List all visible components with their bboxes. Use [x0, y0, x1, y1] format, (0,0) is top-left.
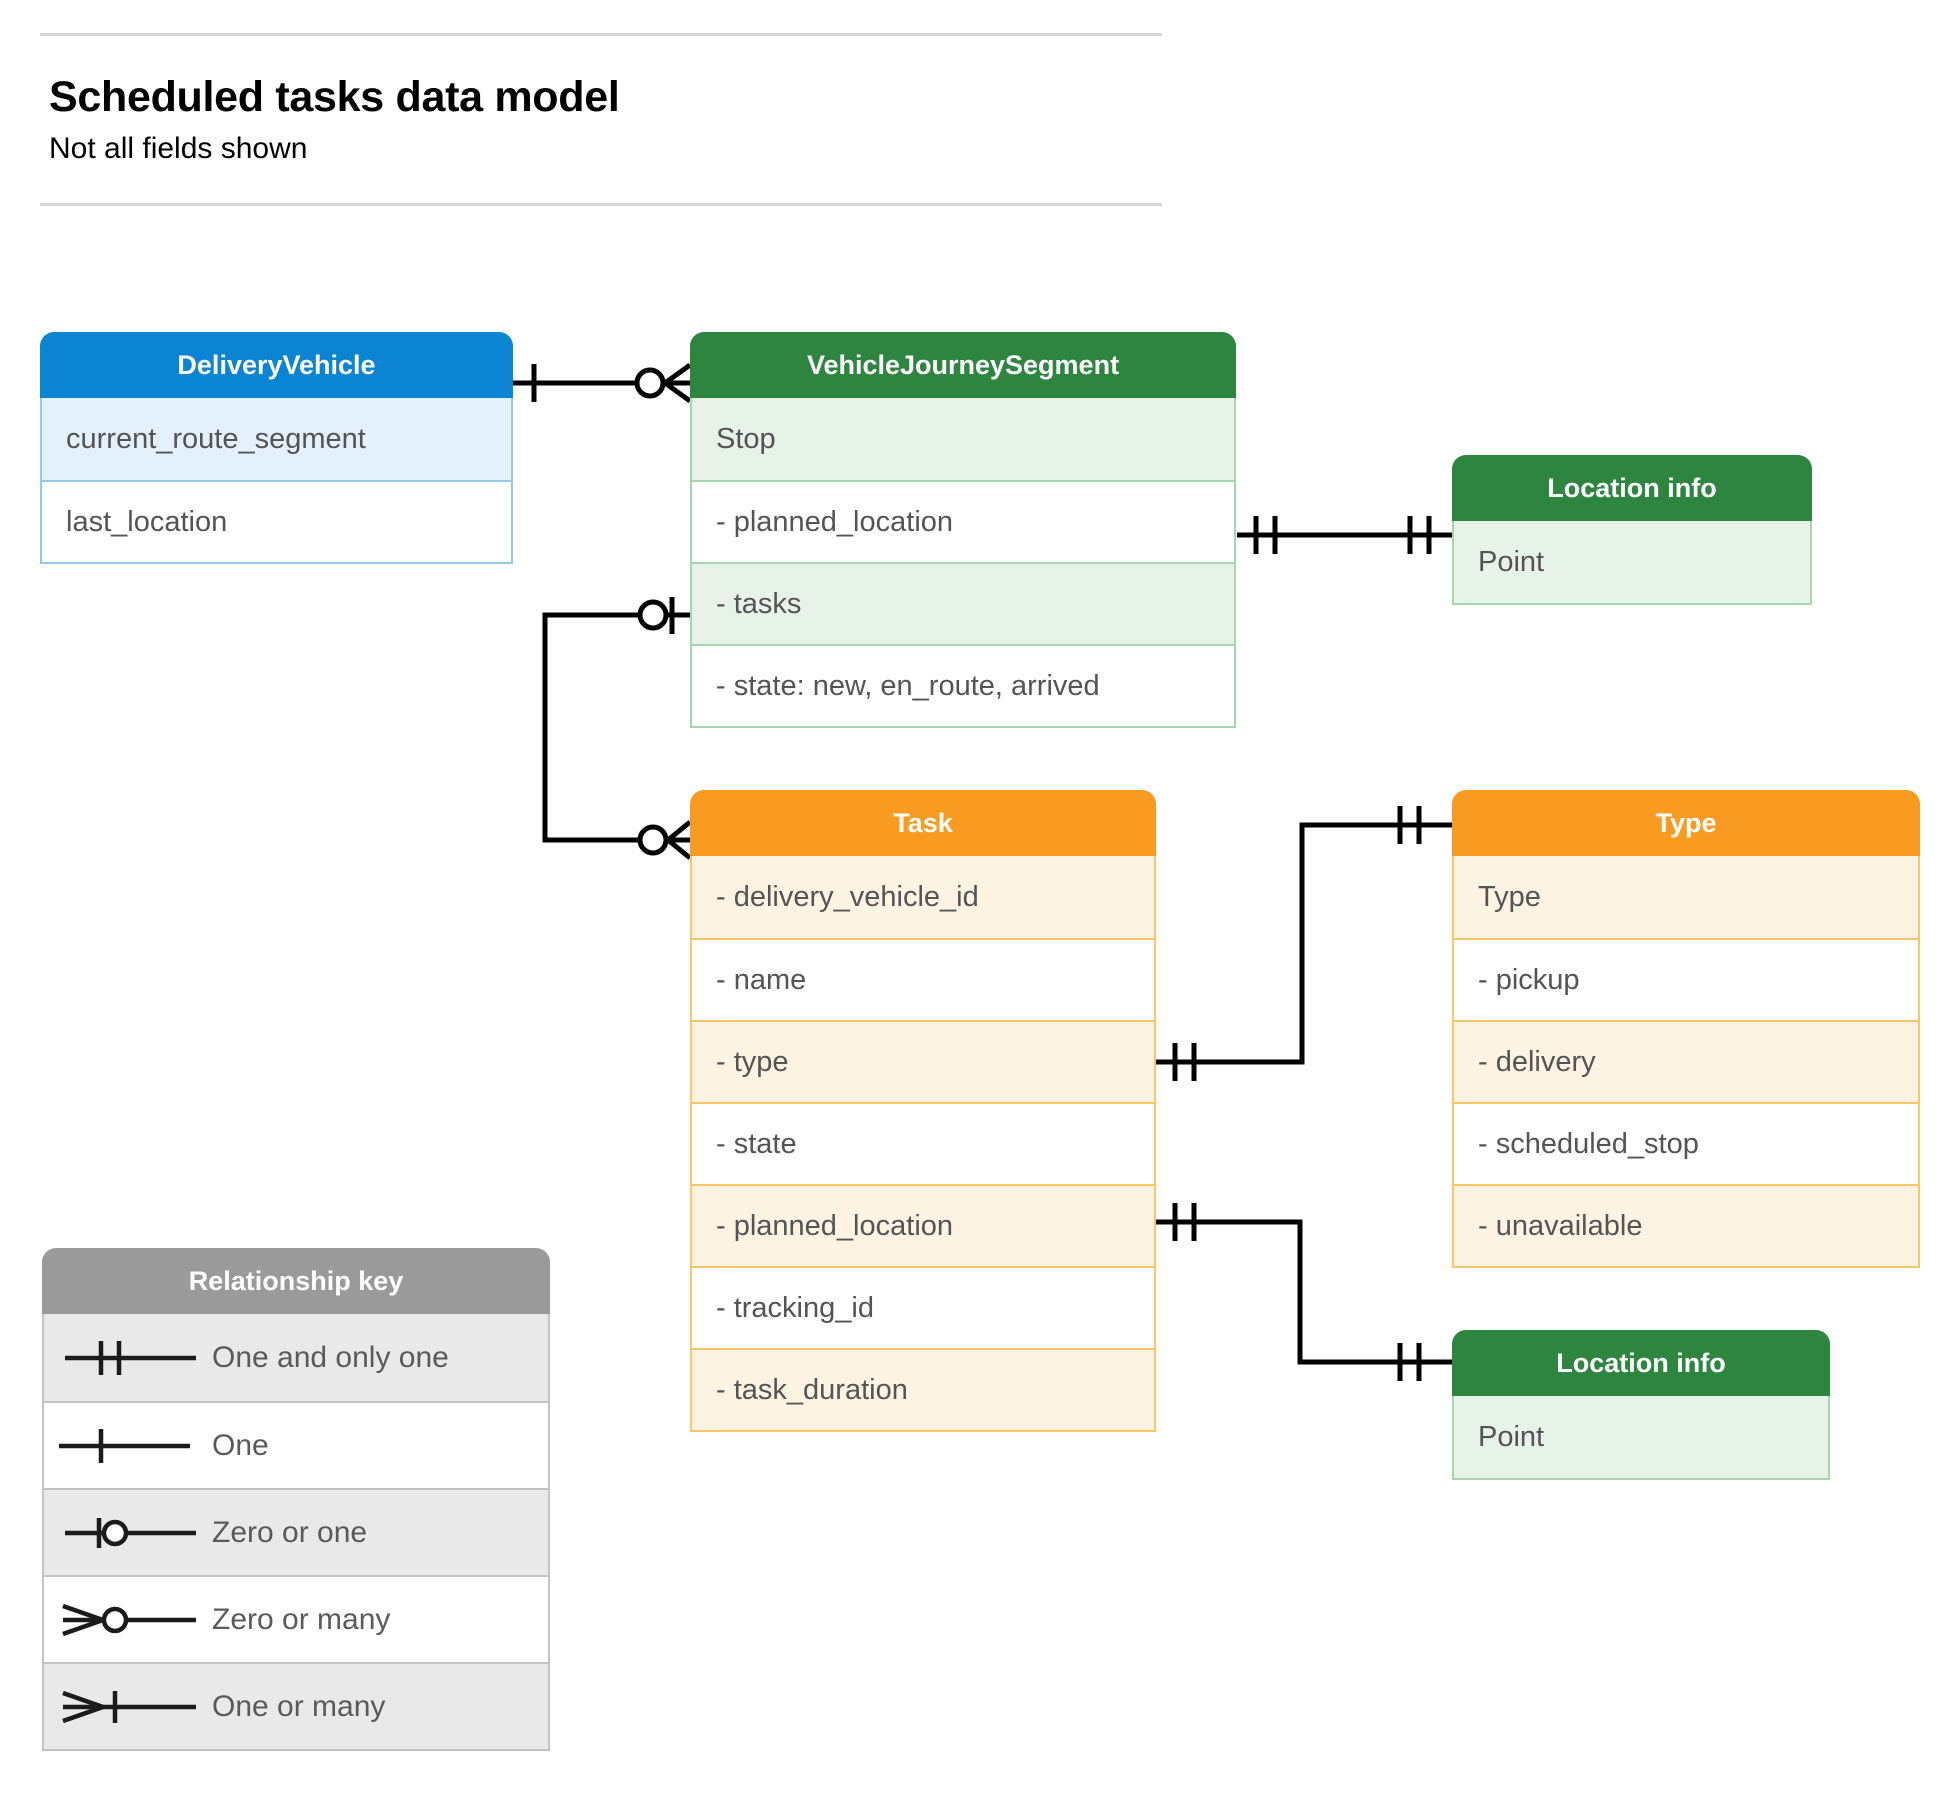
header-divider-bottom — [40, 203, 1162, 206]
page-title: Scheduled tasks data model — [49, 73, 620, 121]
entity-title-task: Task — [690, 790, 1156, 856]
entity-location-info-top[interactable]: Location info Point — [1452, 455, 1812, 605]
legend-item-one-or-many: One or many — [44, 1662, 548, 1749]
entity-title-type: Type — [1452, 790, 1920, 856]
one-and-only-one-icon — [44, 1333, 212, 1383]
field-delivery-vehicle-id[interactable]: - delivery_vehicle_id — [692, 856, 1154, 938]
entity-title-vehicle-journey-segment: VehicleJourneySegment — [690, 332, 1236, 398]
field-point-top[interactable]: Point — [1454, 521, 1810, 603]
legend-item-zero-or-many: Zero or many — [44, 1575, 548, 1662]
field-type-delivery[interactable]: - delivery — [1454, 1020, 1918, 1102]
entity-location-info-bottom[interactable]: Location info Point — [1452, 1330, 1830, 1480]
legend-item-zero-or-one: Zero or one — [44, 1488, 548, 1575]
field-task-duration[interactable]: - task_duration — [692, 1348, 1154, 1430]
field-vjs-state[interactable]: - state: new, en_route, arrived — [692, 644, 1234, 726]
crowfoot-upper — [663, 362, 692, 386]
entity-rows-delivery-vehicle: current_route_segment last_location — [40, 398, 513, 564]
legend-label-zero-or-many: Zero or many — [212, 1602, 391, 1636]
legend-label-one: One — [212, 1428, 269, 1462]
field-current-route-segment[interactable]: current_route_segment — [42, 398, 511, 480]
field-last-location[interactable]: last_location — [42, 480, 511, 562]
field-vjs-planned-location[interactable]: - planned_location — [692, 480, 1234, 562]
entity-title-location-info-top: Location info — [1452, 455, 1812, 521]
entity-delivery-vehicle[interactable]: DeliveryVehicle current_route_segment la… — [40, 332, 513, 564]
field-type[interactable]: - type — [692, 1020, 1154, 1102]
entity-vehicle-journey-segment[interactable]: VehicleJourneySegment Stop - planned_loc… — [690, 332, 1236, 728]
entity-rows-location-info-bottom: Point — [1452, 1396, 1830, 1480]
field-name[interactable]: - name — [692, 938, 1154, 1020]
entity-type[interactable]: Type Type - pickup - delivery - schedule… — [1452, 790, 1920, 1268]
field-type-header[interactable]: Type — [1454, 856, 1918, 938]
edge-task-locationinfo — [1156, 1219, 1452, 1365]
entity-title-location-info-bottom: Location info — [1452, 1330, 1830, 1396]
field-point-bottom[interactable]: Point — [1454, 1396, 1828, 1478]
edge-task-type — [1156, 822, 1452, 1065]
marker-zeromany-circle — [637, 824, 669, 856]
zero-or-many-icon — [44, 1595, 212, 1645]
field-tasks[interactable]: - tasks — [692, 562, 1234, 644]
entity-title-delivery-vehicle: DeliveryVehicle — [40, 332, 513, 398]
one-icon — [44, 1421, 212, 1471]
legend-rows: One and only one One — [42, 1314, 550, 1751]
zero-or-one-icon — [44, 1508, 212, 1558]
crowfoot2-upper — [666, 820, 692, 842]
field-task-planned-location[interactable]: - planned_location — [692, 1184, 1154, 1266]
edge-vjs-task — [542, 612, 690, 843]
page-subtitle: Not all fields shown — [49, 132, 308, 165]
entity-task[interactable]: Task - delivery_vehicle_id - name - type… — [690, 790, 1156, 1432]
entity-rows-task: - delivery_vehicle_id - name - type - st… — [690, 856, 1156, 1432]
field-type-pickup[interactable]: - pickup — [1454, 938, 1918, 1020]
field-type-unavailable[interactable]: - unavailable — [1454, 1184, 1918, 1266]
legend-label-one-and-only-one: One and only one — [212, 1340, 449, 1374]
entity-rows-vehicle-journey-segment: Stop - planned_location - tasks - state:… — [690, 398, 1236, 728]
one-or-many-icon — [44, 1682, 212, 1732]
legend-label-zero-or-one: Zero or one — [212, 1515, 368, 1549]
entity-rows-type: Type - pickup - delivery - scheduled_sto… — [1452, 856, 1920, 1268]
field-state[interactable]: - state — [692, 1102, 1154, 1184]
field-type-scheduled-stop[interactable]: - scheduled_stop — [1454, 1102, 1918, 1184]
entity-rows-location-info-top: Point — [1452, 521, 1812, 605]
crowfoot-lower — [663, 380, 692, 404]
field-tracking-id[interactable]: - tracking_id — [692, 1266, 1154, 1348]
legend-item-one: One — [44, 1401, 548, 1488]
legend-label-one-or-many: One or many — [212, 1689, 386, 1723]
marker-zeroone-circle — [637, 599, 669, 631]
legend-title: Relationship key — [42, 1248, 550, 1314]
marker-zero-circle — [634, 367, 666, 399]
legend-relationship-key: Relationship key One and only one — [42, 1248, 550, 1751]
legend-item-one-and-only-one: One and only one — [44, 1314, 548, 1401]
header-divider-top — [40, 33, 1162, 36]
crowfoot2-lower — [666, 838, 692, 860]
field-stop[interactable]: Stop — [692, 398, 1234, 480]
